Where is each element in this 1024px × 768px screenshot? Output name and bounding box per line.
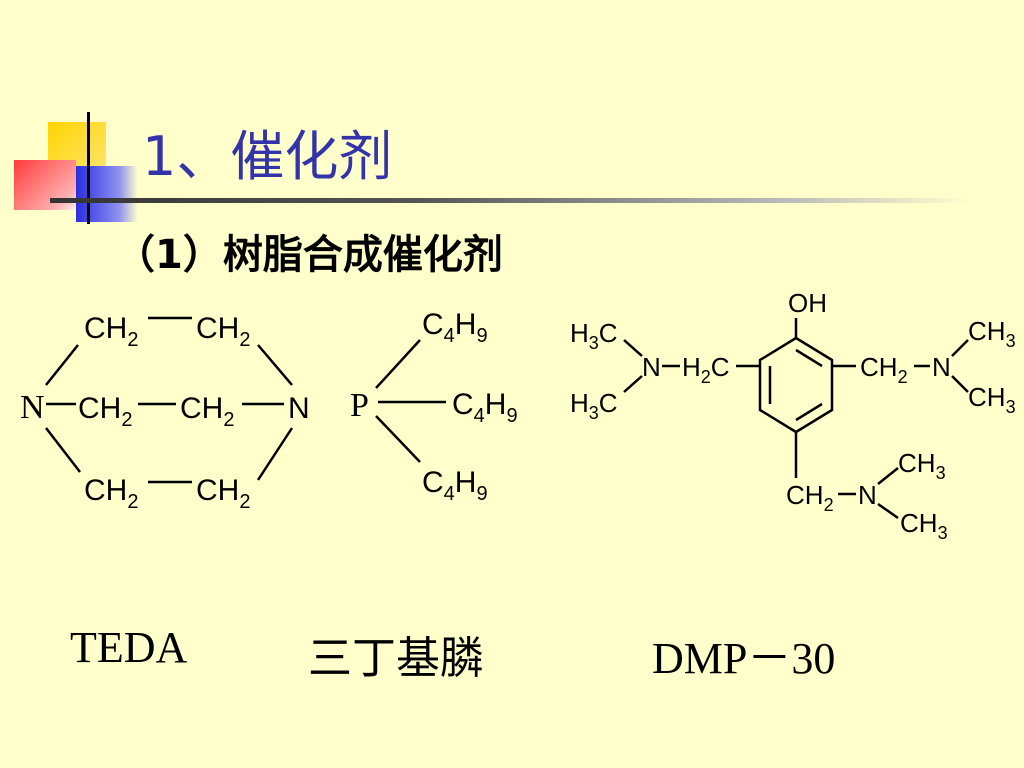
teda-mid-right-ch: CH2 (180, 392, 234, 431)
dmp-right-methyl-top: CH3 (968, 316, 1016, 351)
caption-dmp30: DMP－30 (652, 634, 836, 683)
dmp-bond (623, 375, 643, 393)
dmp-bond (877, 467, 899, 485)
dmp-left-n: N (642, 352, 661, 382)
dmp-bottom-methyl-bottom: CH3 (900, 508, 948, 543)
tbp-p: P (350, 387, 369, 424)
dmp-bond (951, 375, 969, 393)
teda-right-n: N (288, 392, 310, 425)
teda-bottom-right-ch: CH2 (196, 474, 250, 513)
slide-subtitle: （1）树脂合成催化剂 (115, 232, 503, 278)
teda-mid-left-ch: CH2 (78, 392, 132, 431)
tbp-bond (375, 415, 421, 463)
slide-title: 1、催化剂 (142, 125, 393, 188)
caption-tributylphosphine: 三丁基膦 (308, 634, 484, 683)
teda-bond (45, 427, 81, 473)
teda-top-left-ch: CH2 (84, 312, 138, 351)
dmp-left-ch2: H2C (682, 352, 730, 387)
dmp-ring-double-bond (795, 348, 823, 368)
decor-blue-square (76, 166, 138, 222)
caption-teda: TEDA (70, 623, 188, 672)
teda-bond (45, 344, 79, 386)
dmp-bond (623, 339, 643, 357)
dmp-bond (877, 502, 899, 520)
dmp-bond (951, 339, 969, 357)
teda-left-n: N (20, 389, 45, 426)
dmp-right-ch2: CH2 (860, 352, 908, 387)
dmp-ring-double-bond (795, 402, 823, 422)
dmp-structure: OH H3C H3C N H2C CH2 N CH3 CH3 (570, 288, 1016, 543)
dmp-left-methyl-top: H3C (570, 318, 618, 353)
teda-bond (256, 427, 294, 481)
dmp-right-n: N (932, 352, 951, 382)
dmp-bottom-methyl-top: CH3 (898, 448, 946, 483)
dmp-bottom-ch2: CH2 (786, 480, 834, 515)
teda-bond (257, 344, 293, 386)
dmp-oh: OH (788, 288, 827, 318)
decor-vertical-line (87, 112, 90, 224)
dmp-right-methyl-bottom: CH3 (968, 382, 1016, 417)
dmp-left-methyl-bottom: H3C (570, 388, 618, 423)
tbp-butyl-mid: C4H9 (452, 388, 518, 427)
tbp-structure: P C4H9 C4H9 C4H9 (350, 308, 518, 505)
tbp-butyl-bottom: C4H9 (422, 466, 488, 505)
teda-top-right-ch: CH2 (196, 312, 250, 351)
title-underline (50, 198, 970, 203)
dmp-bottom-n: N (858, 480, 877, 510)
teda-structure: CH2 CH2 N CH2 CH2 N CH2 CH2 (20, 312, 310, 513)
tbp-bond (375, 339, 421, 389)
teda-bottom-left-ch: CH2 (84, 474, 138, 513)
tbp-butyl-top: C4H9 (422, 308, 488, 347)
